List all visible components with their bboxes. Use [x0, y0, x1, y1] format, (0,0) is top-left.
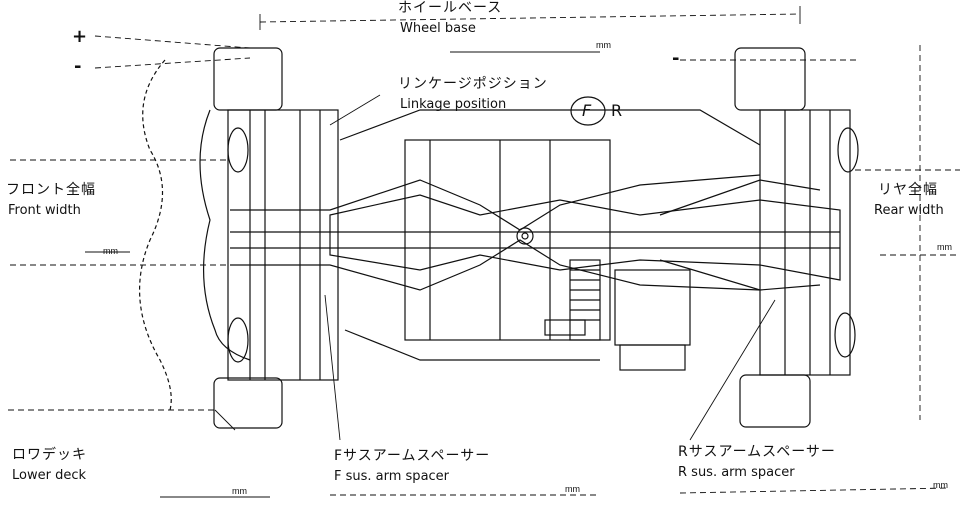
r-spacer-label-jp: Rサスアームスペーサー [678, 444, 836, 460]
minus-sign: - [74, 56, 82, 77]
f-spacer-unit: mm [565, 484, 580, 494]
linkage-leader [329, 94, 381, 126]
linkage-option-r: R [611, 101, 623, 120]
front-bumper-outline [138, 59, 172, 411]
f-spacer-label-en: F sus. arm spacer [334, 469, 450, 484]
rear-suspension [759, 109, 851, 376]
rear-right-tyre [739, 374, 811, 428]
battery-tray [404, 139, 611, 341]
front-left-shock [227, 127, 249, 173]
front-width-label-en: Front width [8, 203, 81, 218]
front-width-label-jp: フロント全幅 [6, 182, 96, 198]
f-spacer-leader [324, 294, 341, 441]
rear-left-shock [837, 127, 859, 173]
main-chassis-plate [329, 194, 841, 281]
rear-width-label-en: Rear width [874, 203, 944, 218]
front-right-shock [227, 317, 249, 363]
rear-right-shock [834, 312, 856, 358]
linkage-f-circle [570, 96, 606, 126]
rear-width-unit: mm [937, 242, 952, 252]
r-spacer-unit: mm [933, 480, 948, 490]
plus-sign: + [72, 26, 88, 47]
wheelbase-unit: mm [596, 40, 611, 50]
r-spacer-label-en: R sus. arm spacer [678, 465, 795, 480]
front-bumper-outline-inner [199, 109, 251, 361]
front-width-unit: mm [103, 246, 118, 256]
front-suspension [227, 109, 339, 381]
wheelbase-dimension [259, 13, 801, 23]
linkage-label-en: Linkage position [400, 97, 507, 112]
lower-deck-unit: mm [232, 486, 247, 496]
linkage-label-jp: リンケージポジション [398, 76, 548, 92]
wheelbase-label-jp: ホイールベース [398, 0, 503, 16]
rear-width-label-jp: リヤ全幅 [878, 182, 938, 198]
front-right-tyre [213, 377, 283, 429]
wheelbase-label-en: Wheel base [400, 21, 476, 36]
linkage-option-f: F [582, 101, 592, 120]
center-pivot [516, 227, 534, 245]
lower-deck-label-en: Lower deck [12, 468, 87, 483]
lower-deck-label-jp: ロワデッキ [12, 447, 87, 463]
f-spacer-label-jp: Fサスアームスペーサー [334, 448, 491, 464]
r-spacer-leader [689, 299, 776, 441]
rear-minus-sign: - [672, 48, 680, 69]
rear-left-tyre [734, 47, 806, 111]
front-left-tyre [213, 47, 283, 111]
